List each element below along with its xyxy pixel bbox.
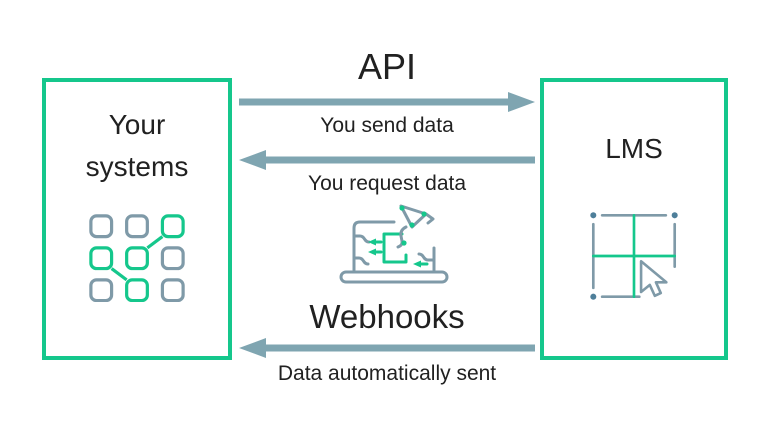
webhooks-title: Webhooks	[309, 298, 465, 335]
auto-sent-label: Data automatically sent	[277, 362, 497, 385]
api-title: API	[357, 46, 417, 87]
integration-laptop-icon	[339, 204, 449, 284]
send-data-label: You send data	[320, 114, 454, 137]
lms-table-cursor-icon	[590, 212, 678, 300]
your-systems-title: Your systems	[85, 109, 189, 182]
request-data-label: You request data	[307, 172, 467, 195]
left-arrow-icon	[239, 150, 535, 170]
lms-title: LMS	[605, 133, 663, 164]
systems-grid-icon	[89, 214, 185, 303]
left-arrow-icon	[239, 338, 535, 358]
right-arrow-icon	[239, 92, 535, 112]
lms-box: LMS	[540, 78, 728, 360]
your-systems-box: Your systems	[42, 78, 232, 360]
